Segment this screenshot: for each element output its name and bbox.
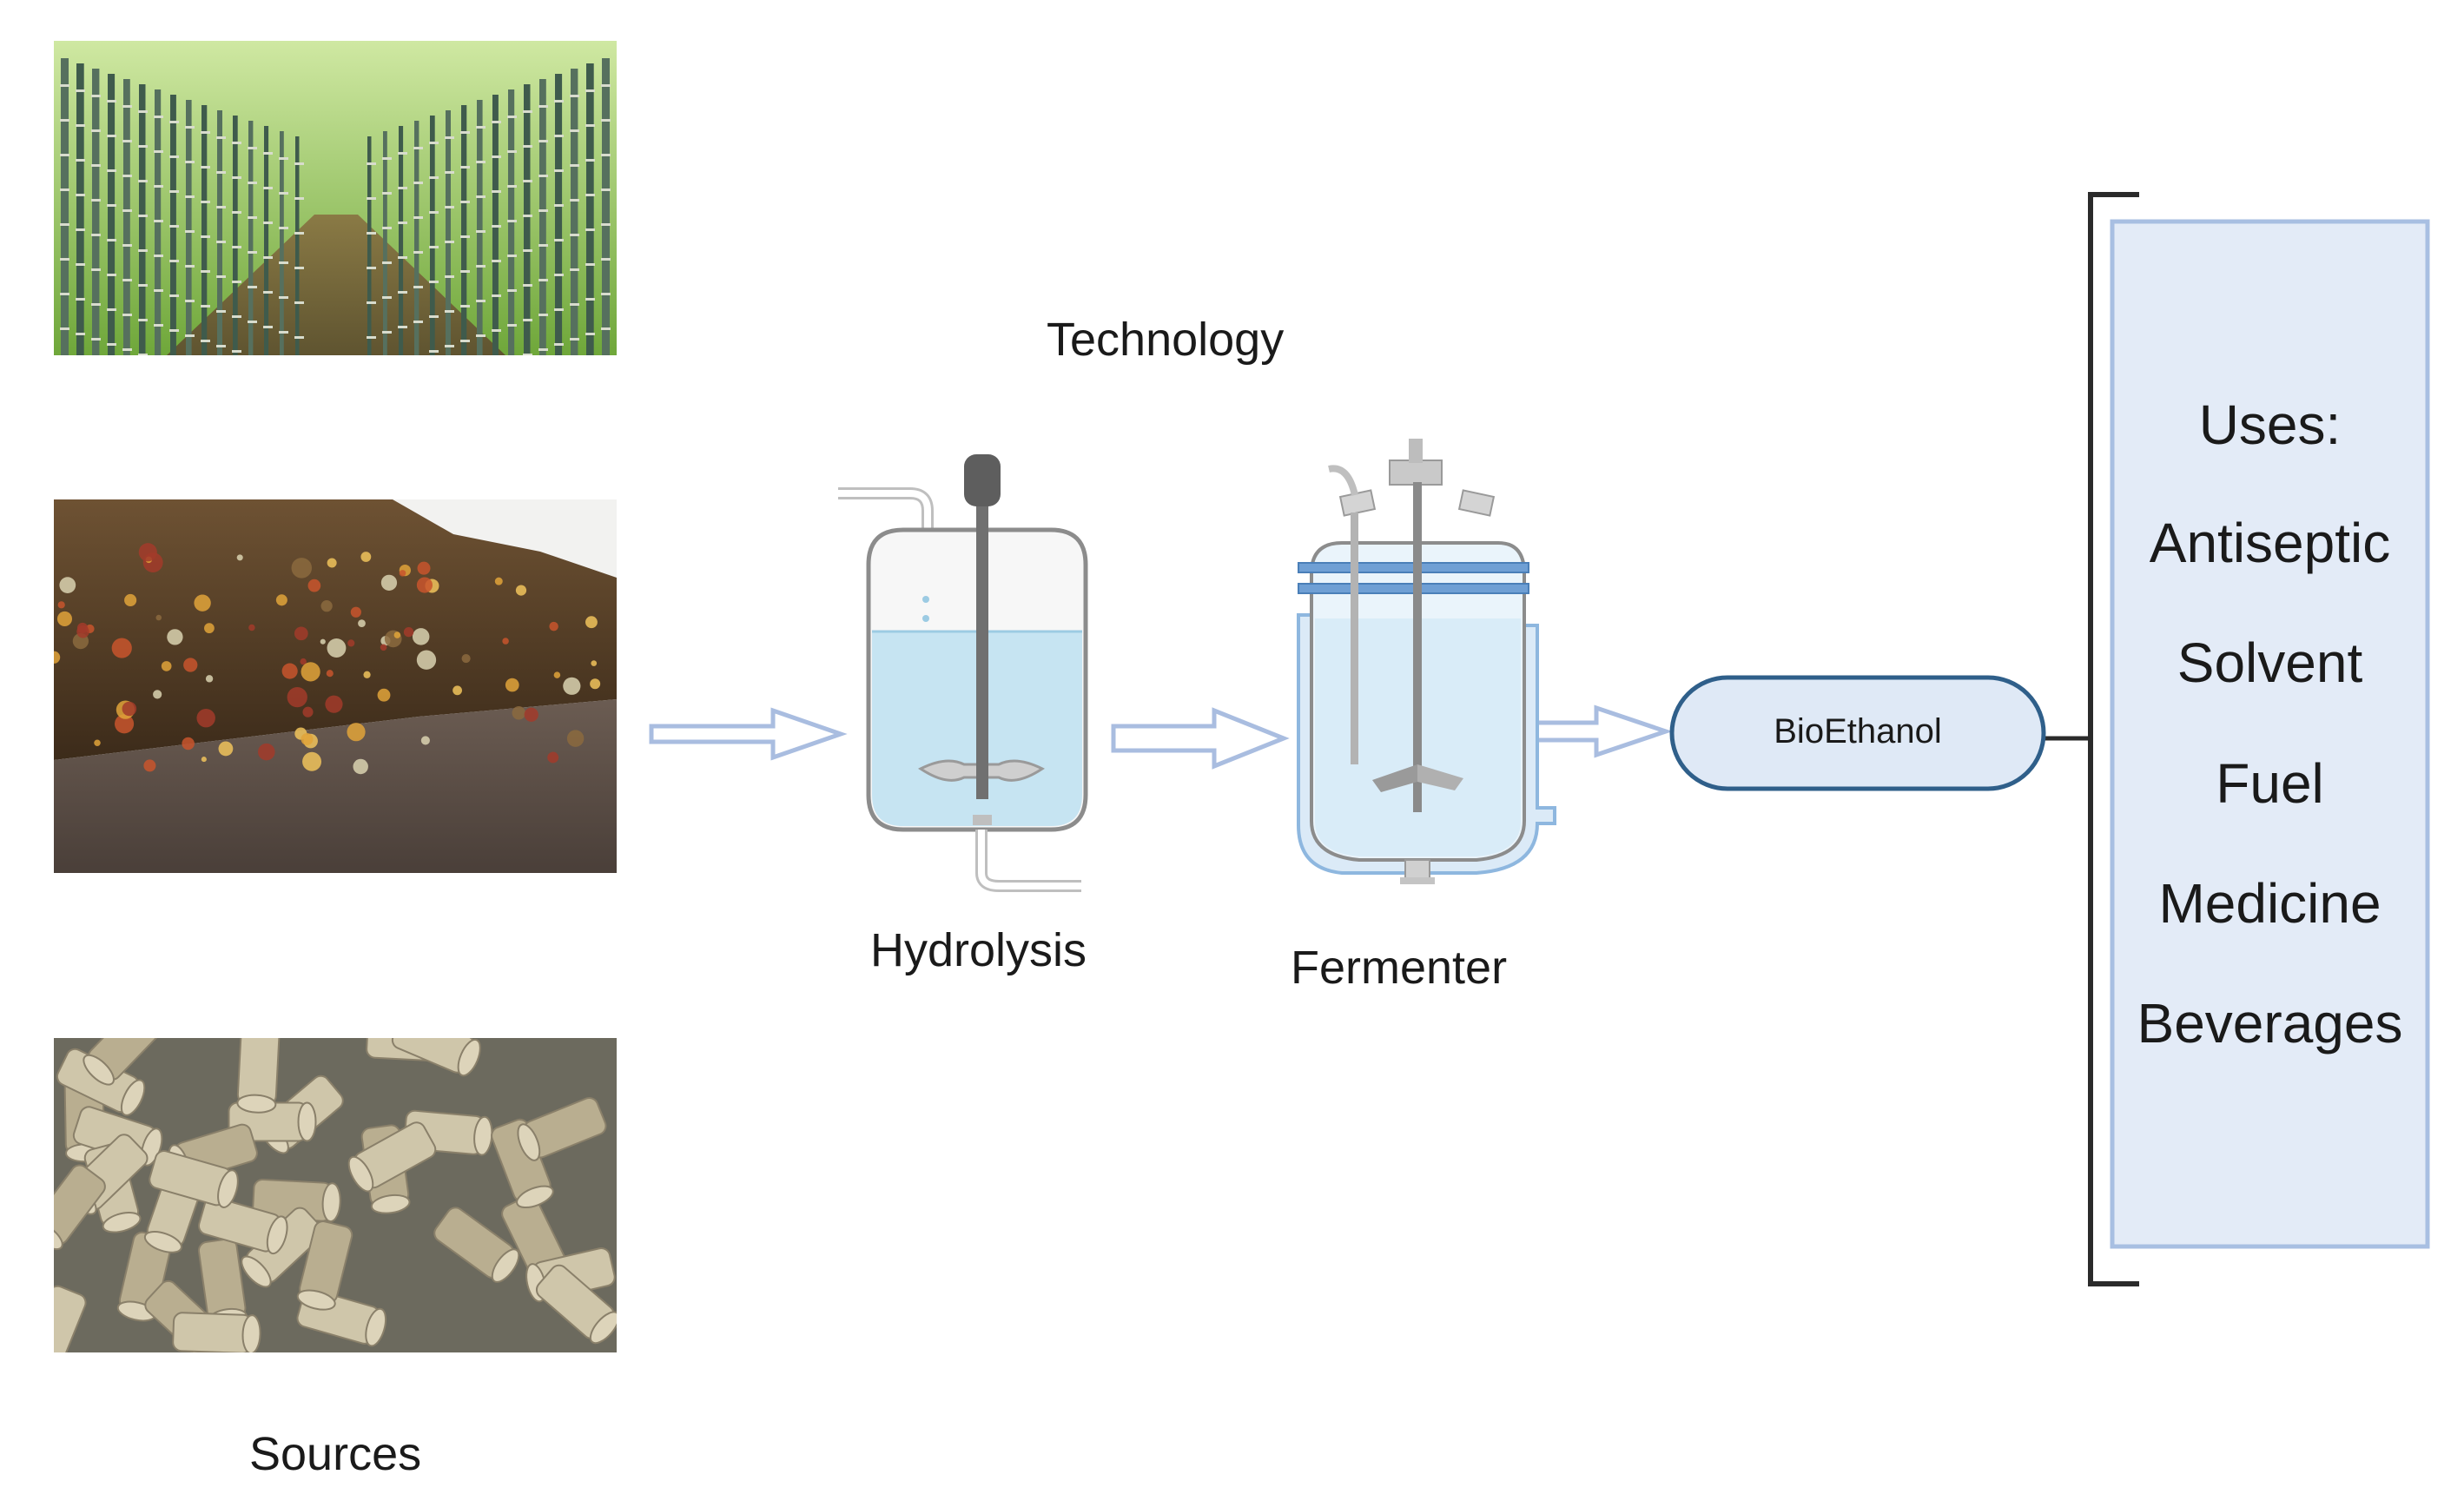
arrow-hydrolysis-to-fermenter bbox=[1111, 707, 1290, 770]
bioethanol-box bbox=[1669, 675, 2046, 791]
uses-bracket bbox=[2044, 192, 2139, 1286]
use-item-solvent: Solvent bbox=[2177, 631, 2363, 694]
use-item-antiseptic: Antiseptic bbox=[2149, 512, 2391, 574]
bioethanol-label: BioEthanol bbox=[1774, 712, 1942, 750]
organic-waste-photo bbox=[54, 499, 617, 873]
fermenter-label: Fermenter bbox=[1291, 942, 1508, 994]
arrow-sources-to-hydrolysis bbox=[649, 707, 848, 761]
sources-label: Sources bbox=[249, 1428, 422, 1480]
uses-box bbox=[2110, 219, 2430, 1249]
uses-title: Uses: bbox=[2198, 393, 2342, 456]
fermenter-vessel-icon bbox=[1297, 439, 1556, 884]
technology-label: Technology bbox=[1047, 314, 1285, 366]
use-item-fuel: Fuel bbox=[2216, 752, 2324, 815]
sugarcane-photo bbox=[54, 41, 617, 355]
use-item-medicine: Medicine bbox=[2158, 872, 2381, 935]
biomass-pellets-photo bbox=[54, 1038, 617, 1352]
hydrolysis-vessel-icon bbox=[838, 454, 1088, 892]
hydrolysis-label: Hydrolysis bbox=[870, 924, 1087, 976]
use-item-beverages: Beverages bbox=[2137, 992, 2403, 1055]
arrow-fermenter-to-bioethanol bbox=[1533, 704, 1673, 758]
